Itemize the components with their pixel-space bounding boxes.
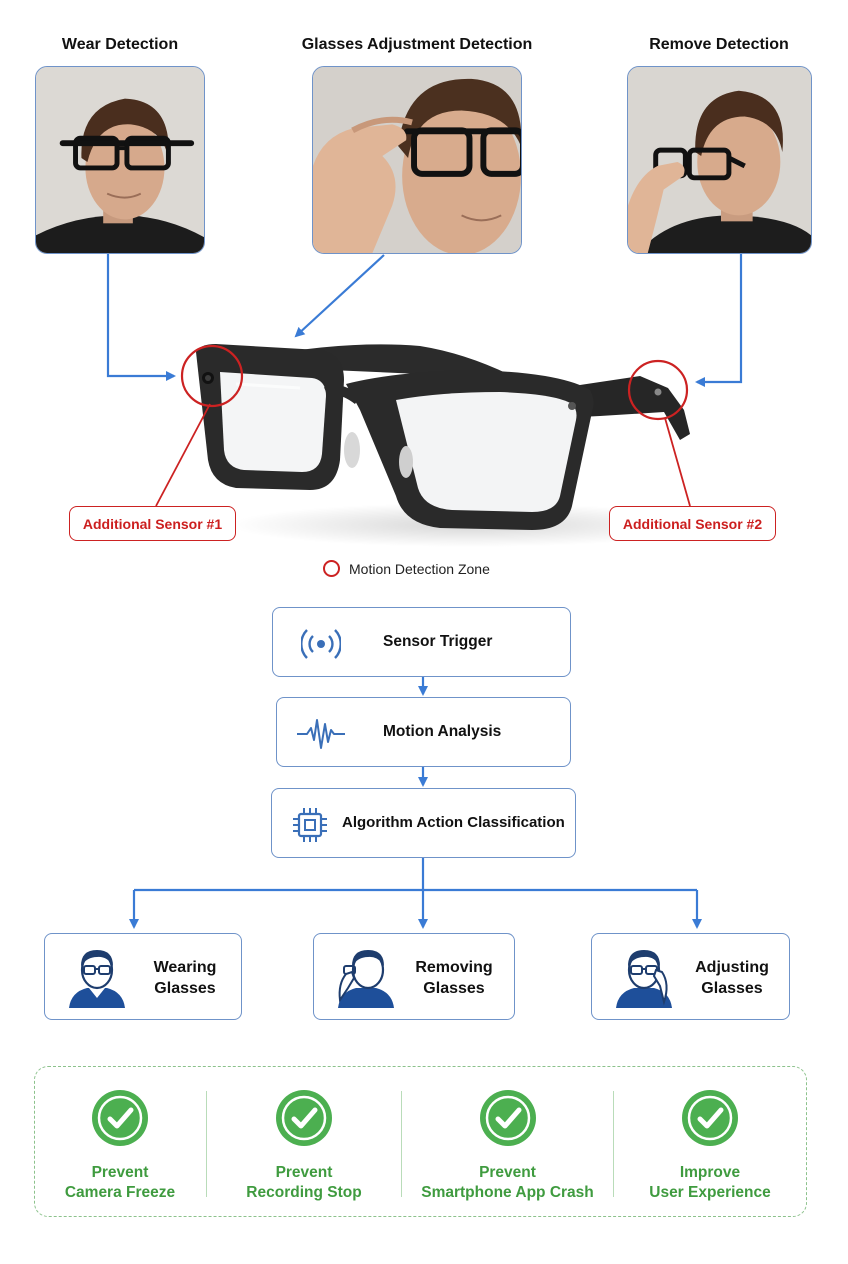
adjustment-detection-title: Glasses Adjustment Detection [301,36,533,53]
person-adjusting-glasses-icon [616,950,672,1008]
legend-label: Motion Detection Zone [349,560,490,577]
classification-box: Algorithm Action Classification [271,788,576,858]
remove-detection-title: Remove Detection [649,36,789,53]
signal-target-icon [301,629,341,659]
wear-detection-photo [35,66,205,254]
adjustment-detection-photo [312,66,522,254]
additional-sensor-1-label: Additional Sensor #1 [69,506,236,541]
benefit-divider [401,1091,402,1197]
arrow-wear-to-frame [106,254,176,381]
motion-analysis-box: Motion Analysis [276,697,571,767]
motion-analysis-label: Motion Analysis [383,723,502,740]
sensor-trigger-label: Sensor Trigger [383,633,493,650]
arrow-adjust-to-frame [294,254,385,338]
check-circle-icon [92,1090,148,1146]
additional-sensor-2-label: Additional Sensor #2 [609,506,776,541]
benefit-divider [206,1091,207,1197]
check-circle-icon [479,1090,536,1146]
person-removing-glasses-icon [338,950,394,1008]
sensor-trigger-box: Sensor Trigger [272,607,571,677]
sensor2-leader [664,417,691,507]
waveform-icon [297,719,345,749]
wear-detection-title: Wear Detection [61,36,179,53]
check-circle-icon [682,1090,738,1146]
sensor-zone-1 [180,344,244,408]
red-ring-icon [323,560,340,577]
arrow-remove-to-frame [695,254,743,387]
sensor-zone-2 [627,359,689,421]
remove-detection-photo [627,66,812,254]
motion-detection-legend: Motion Detection Zone [323,560,490,577]
person-wearing-glasses-icon [69,950,125,1008]
check-circle-icon [276,1090,332,1146]
classification-label: Algorithm Action Classification [342,814,565,831]
chip-icon [293,808,327,842]
benefit-divider [613,1091,614,1197]
smart-glasses-illustration [155,344,710,547]
sensor1-leader [155,403,211,507]
branch-line [134,858,697,892]
